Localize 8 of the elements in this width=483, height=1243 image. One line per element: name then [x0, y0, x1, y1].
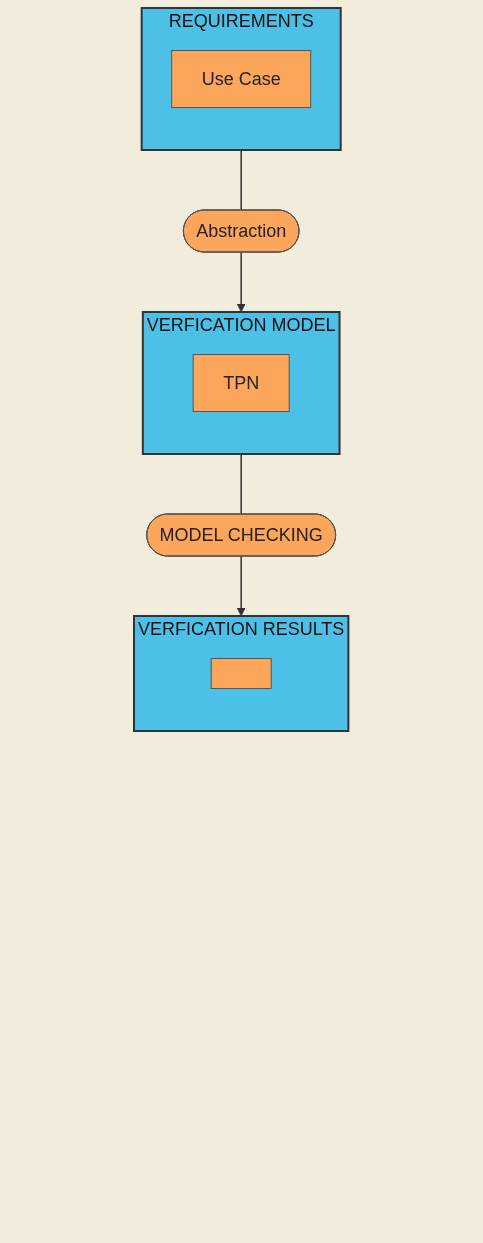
node-box — [211, 658, 272, 689]
node-box: Use Case — [171, 50, 312, 108]
arrow — [237, 555, 246, 617]
cluster: VERFICATION RESULTS — [133, 615, 350, 732]
node-box: TPN — [193, 354, 290, 412]
connector — [240, 149, 243, 211]
connector — [240, 453, 243, 515]
arrow — [237, 251, 246, 313]
